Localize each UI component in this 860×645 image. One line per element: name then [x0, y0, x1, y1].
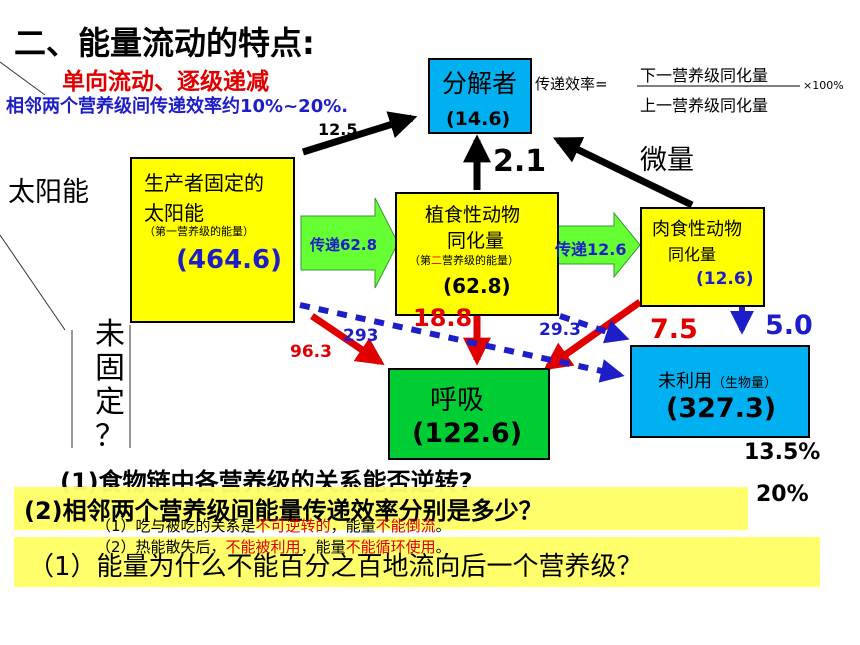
- herbivore-sub: （第二营养级的能量）: [409, 254, 519, 267]
- trace-label: 微量: [640, 145, 694, 176]
- decomposer-title: 分解者: [442, 69, 518, 98]
- arrow-carnivore-decomposer: [552, 136, 694, 209]
- sun-label: 太阳能: [8, 177, 89, 208]
- question-2-band: [14, 487, 748, 530]
- formula-label: 传递效率=: [535, 75, 608, 93]
- unused-title: 未利用（生物量）: [658, 371, 778, 392]
- arrow-producer-unused: [299, 302, 625, 383]
- efficiency-value-1: 13.5%: [744, 440, 821, 465]
- herbivore-value: (62.8): [443, 274, 511, 298]
- producer-box: 生产者固定的 太阳能 （第一营养级的能量） (464.6): [130, 157, 295, 323]
- carnivore-title-1: 肉食性动物: [652, 219, 742, 240]
- efficiency-note: 相邻两个营养级间传递效率约10%~20%.: [6, 96, 349, 117]
- page-title: 二、能量流动的特点:: [14, 24, 315, 62]
- arrow-transfer-1: [300, 197, 399, 289]
- flow-producer-respiration: 96.3: [290, 342, 332, 362]
- transfer-label-1: 传递62.8: [310, 236, 378, 254]
- arrow-herbivore-unused: [559, 313, 630, 344]
- herbivore-title-2: 同化量: [447, 230, 505, 252]
- decomposer-value: (14.6): [446, 108, 511, 130]
- producer-value: (464.6): [176, 245, 283, 275]
- flow-herbivore-unused: 29.3: [539, 320, 581, 340]
- arrow-producer-respiration: [310, 313, 385, 366]
- answer-line-2: （2）热能散失后，不能被利用，能量不能循环使用。: [96, 538, 451, 556]
- herbivore-box: 植食性动物 同化量 （第二营养级的能量） (62.8): [395, 192, 559, 316]
- unused-box: 未利用（生物量） (327.3): [630, 345, 810, 438]
- producer-title-1: 生产者固定的: [144, 171, 264, 195]
- formula-denominator: 上一营养级同化量: [640, 96, 769, 115]
- formula-multiplier: ×100%: [803, 79, 844, 92]
- arrow-carnivore-respiration: [543, 299, 643, 371]
- answer-line-1: （1）吃与被吃的关系是不可逆转的，能量不能倒流。: [96, 517, 451, 535]
- producer-sub: （第一营养级的能量）: [144, 225, 254, 238]
- unused-value: (327.3): [666, 393, 777, 424]
- transfer-label-2: 传递12.6: [555, 240, 627, 259]
- formula-numerator: 下一营养级同化量: [640, 66, 769, 85]
- respiration-box: 呼吸 (122.6): [388, 368, 550, 460]
- herbivore-title-1: 植食性动物: [425, 204, 521, 226]
- respiration-title: 呼吸: [430, 385, 484, 416]
- decorative-lines: [0, 61, 131, 448]
- question-3-band: [14, 537, 820, 587]
- flow-carnivore-unused: 5.0: [765, 310, 813, 341]
- producer-title-2: 太阳能: [144, 201, 204, 225]
- flow-producer-decomposer: 12.5: [318, 120, 358, 139]
- arrow-transfer-2: [555, 211, 641, 279]
- carnivore-value: (12.6): [696, 269, 754, 289]
- carnivore-box: 肉食性动物 同化量 (12.6): [640, 207, 765, 307]
- flow-carnivore-respiration: 7.5: [650, 314, 698, 345]
- feature-text: 单向流动、逐级递减: [62, 69, 269, 95]
- efficiency-value-2: 20%: [756, 482, 809, 507]
- question-2: (2)相邻两个营养级间能量传递效率分别是多少？: [24, 497, 543, 525]
- decomposer-box: 分解者 (14.6): [428, 58, 532, 134]
- unfixed-label: 未固定？: [95, 317, 125, 454]
- flow-producer-unused: 293: [343, 326, 379, 346]
- respiration-value: (122.6): [412, 418, 523, 449]
- flow-herbivore-respiration: 18.8: [413, 304, 473, 332]
- arrow-producer-decomposer: [301, 111, 418, 156]
- flow-herbivore-decomposer: 2.1: [493, 144, 547, 179]
- question-3: （1）能量为什么不能百分之百地流向后一个营养级？: [28, 552, 643, 582]
- carnivore-title-2: 同化量: [668, 245, 717, 264]
